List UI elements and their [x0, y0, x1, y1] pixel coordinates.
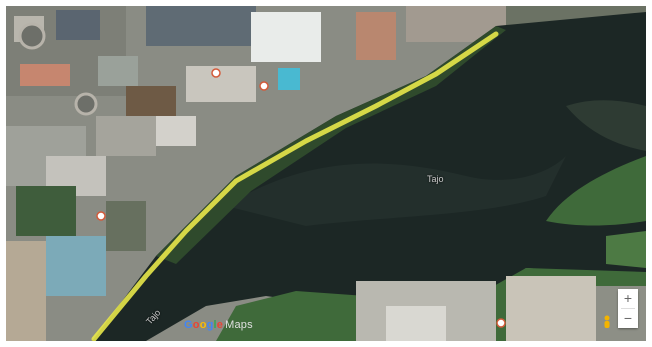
zoom-control: + −	[618, 289, 638, 328]
poi-pin-icon[interactable]	[259, 81, 269, 91]
zoom-separator	[621, 308, 635, 309]
zoom-out-button[interactable]: −	[618, 309, 638, 328]
poi-pin-icon[interactable]	[211, 68, 221, 78]
satellite-imagery	[6, 6, 646, 341]
poi-pin-icon[interactable]	[496, 318, 506, 328]
pegman-icon[interactable]	[602, 315, 612, 331]
poi-pin-icon[interactable]	[96, 211, 106, 221]
island-vegetation	[546, 156, 646, 226]
zoom-in-button[interactable]: +	[618, 289, 638, 308]
highlighted-route	[91, 31, 499, 341]
river-label-main: Tajo	[427, 174, 444, 184]
